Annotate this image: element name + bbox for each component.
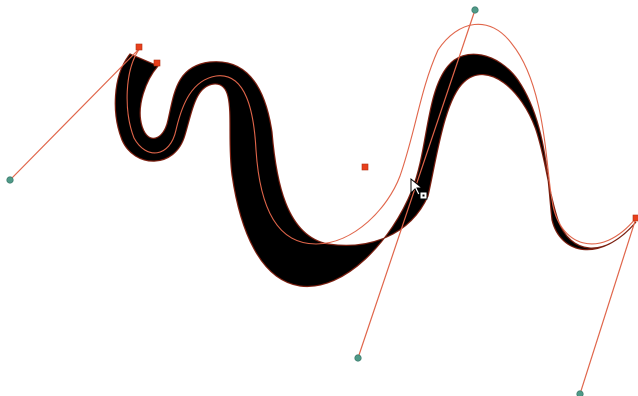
bezier-handle-point[interactable] bbox=[472, 7, 478, 13]
anchor-point[interactable] bbox=[136, 44, 142, 50]
bezier-handle-point[interactable] bbox=[355, 355, 361, 361]
path-centerline[interactable] bbox=[127, 24, 636, 244]
anchor-point[interactable] bbox=[154, 60, 160, 66]
anchor-point[interactable] bbox=[633, 215, 638, 221]
bezier-handle-point[interactable] bbox=[577, 391, 583, 396]
bezier-handle-point[interactable] bbox=[7, 177, 13, 183]
anchor-point[interactable] bbox=[362, 164, 368, 170]
